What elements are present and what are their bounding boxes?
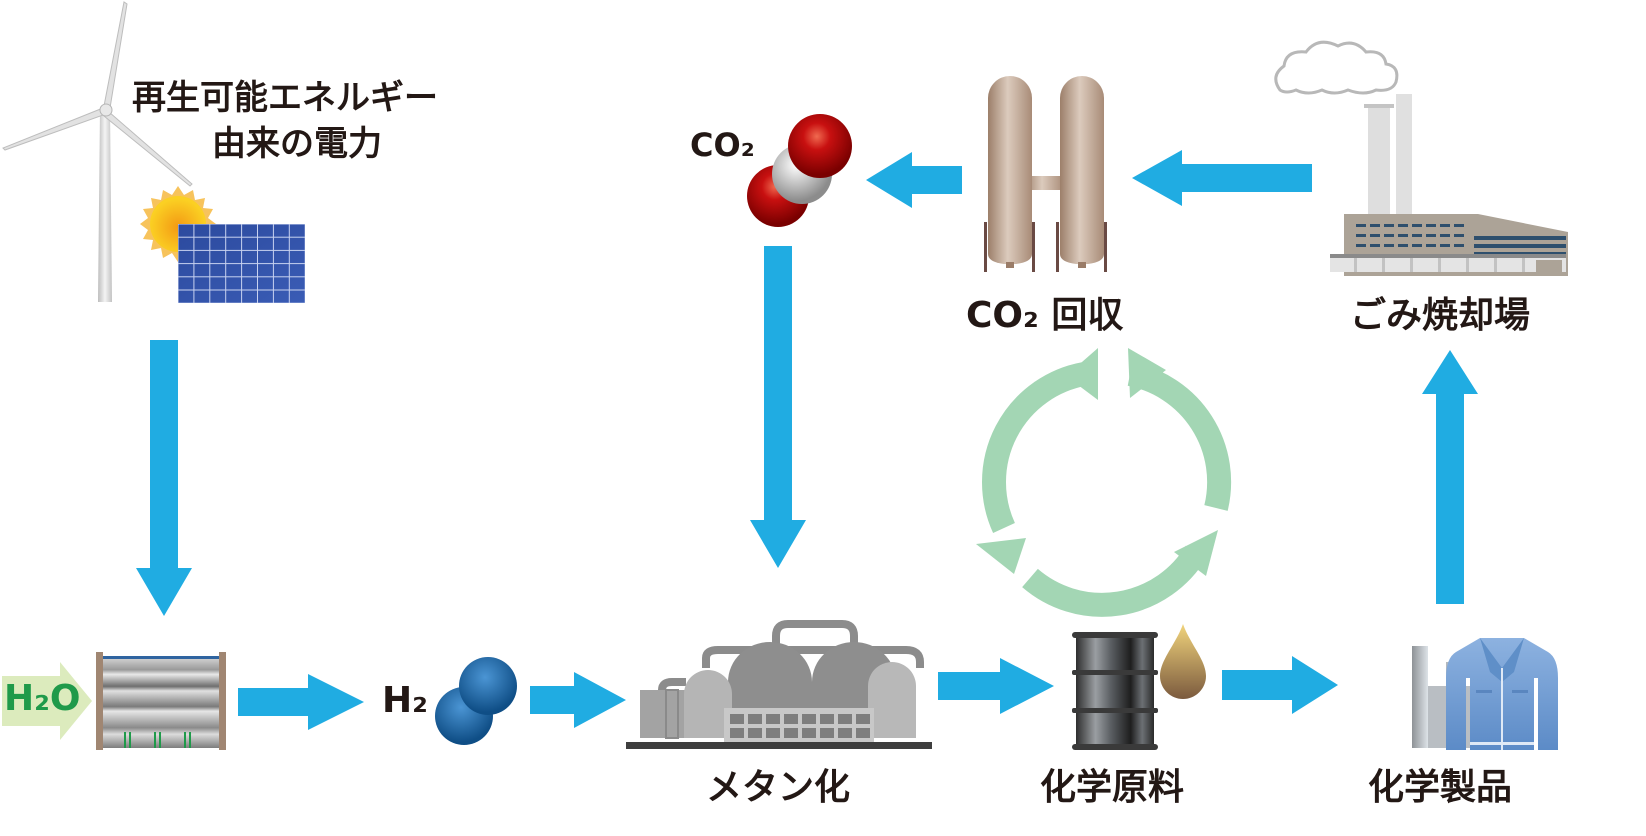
co2-capture-tanks-icon [984, 76, 1107, 272]
arrow-hydrogen-to-methanation [530, 672, 626, 728]
renewable-power-label-line1: 再生可能エネルギー [132, 78, 438, 118]
arrow-capture-to-co2 [866, 152, 962, 208]
arrow-incinerator-to-capture [1132, 150, 1312, 206]
wind-turbine-icon [2, 1, 193, 302]
arrow-electrolyzer-to-hydrogen [238, 674, 364, 730]
arrow-methanation-to-feedstock [938, 658, 1054, 714]
chemical-feedstock-label: 化学原料 [1040, 767, 1185, 808]
methanation-label: メタン化 [706, 767, 851, 808]
chemical-products-label: 化学製品 [1368, 767, 1513, 808]
water-label: H₂O [4, 678, 81, 719]
water-input-arrow [2, 662, 92, 740]
co2-molecule-icon [747, 114, 852, 227]
hydrogen-molecule-icon [435, 657, 517, 745]
oil-drop-icon [1160, 624, 1206, 699]
electrolyzer-icon [96, 652, 226, 750]
co2-label: CO₂ [690, 126, 755, 164]
arrow-co2-to-methanation [750, 246, 806, 568]
arrow-products-to-incinerator [1422, 350, 1478, 604]
incinerator-base [1330, 254, 1566, 272]
recycle-cycle-icon [976, 348, 1232, 617]
methanation-plant-icon [626, 620, 932, 749]
renewable-power-label-line2: 由来の電力 [212, 124, 382, 164]
incinerator-label: ごみ焼却場 [1350, 295, 1531, 336]
arrow-power-to-electrolyzer [136, 340, 192, 616]
incinerator-icon [1274, 40, 1568, 276]
oil-drum-icon [1072, 632, 1158, 750]
solar-panel-icon [178, 224, 305, 303]
hydrogen-label: H₂ [382, 680, 428, 721]
arrow-feedstock-to-products [1222, 656, 1338, 714]
co2-capture-label: CO₂ 回収 [966, 295, 1124, 336]
jacket-icon [1446, 638, 1558, 750]
